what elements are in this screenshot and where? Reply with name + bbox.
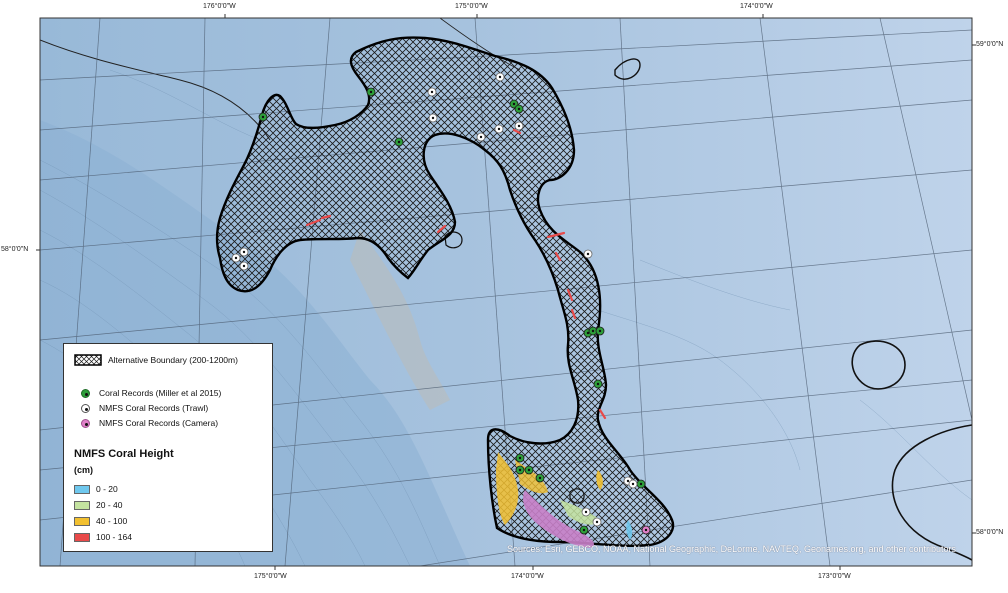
coral-record-point-center (234, 256, 238, 260)
height-swatch-40-100 (74, 516, 90, 526)
legend-point-label: NMFS Coral Records (Camera) (99, 418, 219, 428)
coral-record-point-center (518, 456, 522, 460)
green-point-icon (81, 388, 90, 398)
coral-height-red-marks (305, 128, 607, 420)
lon-label-bottom-1: 175°0'0"W (254, 573, 287, 580)
map-attribution: Sources: Esri, GEBCO, NOAA, National Geo… (507, 544, 957, 554)
seamount-contour (851, 340, 906, 390)
coral-record-point-center (431, 116, 435, 120)
coral-record-point-center (596, 382, 600, 386)
height-class-row: 100 - 164 (74, 532, 132, 542)
boundary-swatch-icon (74, 354, 102, 366)
coral-record-point-center (497, 127, 501, 131)
coral-record-point-center (369, 90, 373, 94)
coral-record-point-center (595, 520, 599, 524)
legend-point-label: Coral Records (Miller et al 2015) (99, 388, 222, 398)
map-border (39, 17, 973, 567)
height-class-row: 40 - 100 (74, 516, 127, 526)
lat-label-right-1: 59°0'0"N (976, 41, 1004, 48)
coral-record-points (231, 72, 651, 535)
canyon-shading (350, 230, 450, 410)
legend-point-label: NMFS Coral Records (Trawl) (99, 403, 209, 413)
height-swatch-100-164 (74, 532, 90, 542)
coral-height-unit: (cm) (74, 465, 94, 475)
lon-label-bottom-2: 174°0'0"W (511, 573, 544, 580)
coral-record-point-center (527, 468, 531, 472)
shelf-edge-line (40, 39, 271, 141)
white-point-icon (81, 403, 90, 413)
coral-record-point-center (498, 75, 502, 79)
legend-boundary-label: Alternative Boundary (200-1200m) (108, 355, 238, 365)
coral-record-point-center (582, 528, 586, 532)
frame-ticks (36, 14, 976, 570)
lon-label-top-3: 174°0'0"W (740, 3, 773, 10)
coral-record-point-center (517, 124, 521, 128)
lon-label-top-2: 175°0'0"W (455, 3, 488, 10)
coral-record-point-center (584, 510, 588, 514)
height-swatch-20-40 (74, 500, 90, 510)
legend-point-row-trawl: NMFS Coral Records (Trawl) (74, 403, 208, 413)
coral-record-point-center (644, 528, 648, 532)
height-class-label: 0 - 20 (96, 484, 118, 494)
height-swatch-0-20 (74, 484, 90, 494)
legend-point-row-camera: NMFS Coral Records (Camera) (74, 418, 218, 428)
coral-record-point-center (517, 107, 521, 111)
coral-record-point-center (631, 482, 635, 486)
height-class-label: 20 - 40 (96, 500, 123, 510)
coral-record-point-center (626, 479, 630, 483)
coral-record-point-center (518, 468, 522, 472)
coral-record-point-center (591, 329, 595, 333)
pink-point-icon (81, 418, 90, 428)
deep-contour (891, 424, 972, 561)
coral-height-title: NMFS Coral Height (74, 448, 174, 460)
lat-label-right-2: 58°0'0"N (976, 529, 1004, 536)
alternative-boundary-polygon[interactable] (215, 36, 675, 548)
map-legend: Alternative Boundary (200-1200m) Coral R… (63, 343, 273, 552)
height-class-label: 100 - 164 (96, 532, 132, 542)
coral-record-point-center (242, 264, 246, 268)
coral-record-point-center (586, 252, 590, 256)
height-class-row: 0 - 20 (74, 484, 118, 494)
coral-record-point-center (538, 476, 542, 480)
lon-label-top-1: 176°0'0"W (203, 3, 236, 10)
coral-record-point-center (261, 115, 265, 119)
small-contour (614, 58, 641, 80)
height-class-row: 20 - 40 (74, 500, 122, 510)
coral-height-polygons (496, 452, 633, 548)
coral-record-point-center (512, 102, 516, 106)
coral-record-point-center (242, 250, 246, 254)
coral-record-point-center (430, 90, 434, 94)
coral-record-point-center (479, 135, 483, 139)
coral-record-point-center (586, 331, 590, 335)
legend-boundary-row: Alternative Boundary (200-1200m) (74, 354, 238, 366)
lat-label-left-1: 58°0'0"N (1, 246, 29, 253)
lon-label-bottom-3: 173°0'0"W (818, 573, 851, 580)
legend-point-row-miller: Coral Records (Miller et al 2015) (74, 388, 221, 398)
coral-record-point-center (598, 329, 602, 333)
coral-record-point-center (639, 482, 643, 486)
coral-record-point-center (397, 140, 401, 144)
height-class-label: 40 - 100 (96, 516, 128, 526)
